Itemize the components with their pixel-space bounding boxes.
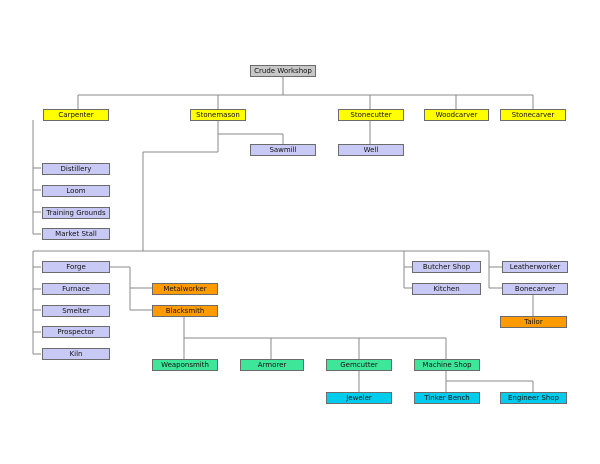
node-engineer-shop: Engineer Shop	[500, 392, 567, 404]
node-stonemason: Stonemason	[190, 109, 246, 121]
node-well: Well	[338, 144, 404, 156]
node-woodcarver: Woodcarver	[424, 109, 489, 121]
node-kiln: Kiln	[42, 348, 110, 360]
node-metalworker: Metalworker	[152, 283, 218, 295]
node-machine-shop: Machine Shop	[414, 359, 480, 371]
node-tailor: Tailor	[500, 316, 567, 328]
node-bonecarver: Bonecarver	[502, 283, 568, 295]
node-butcher-shop: Butcher Shop	[412, 261, 481, 273]
node-training-grounds: Training Grounds	[42, 207, 110, 219]
node-distillery: Distillery	[42, 163, 110, 175]
node-leatherworker: Leatherworker	[502, 261, 568, 273]
node-jeweler: Jeweler	[326, 392, 392, 404]
node-tinker-bench: Tinker Bench	[414, 392, 480, 404]
node-weaponsmith: Weaponsmith	[152, 359, 218, 371]
node-smelter: Smelter	[42, 305, 110, 317]
node-forge: Forge	[42, 261, 110, 273]
node-kitchen: Kitchen	[412, 283, 481, 295]
node-stonecarver: Stonecarver	[500, 109, 566, 121]
node-furnace: Furnace	[42, 283, 110, 295]
node-prospector: Prospector	[42, 326, 110, 338]
node-stonecutter: Stonecutter	[338, 109, 404, 121]
node-crude-workshop: Crude Workshop	[250, 65, 316, 77]
node-gemcutter: Gemcutter	[326, 359, 392, 371]
node-loom: Loom	[42, 185, 110, 197]
node-carpenter: Carpenter	[43, 109, 109, 121]
node-armorer: Armorer	[240, 359, 304, 371]
node-market-stall: Market Stall	[42, 228, 110, 240]
node-blacksmith: Blacksmith	[152, 305, 218, 317]
node-sawmill: Sawmill	[250, 144, 316, 156]
